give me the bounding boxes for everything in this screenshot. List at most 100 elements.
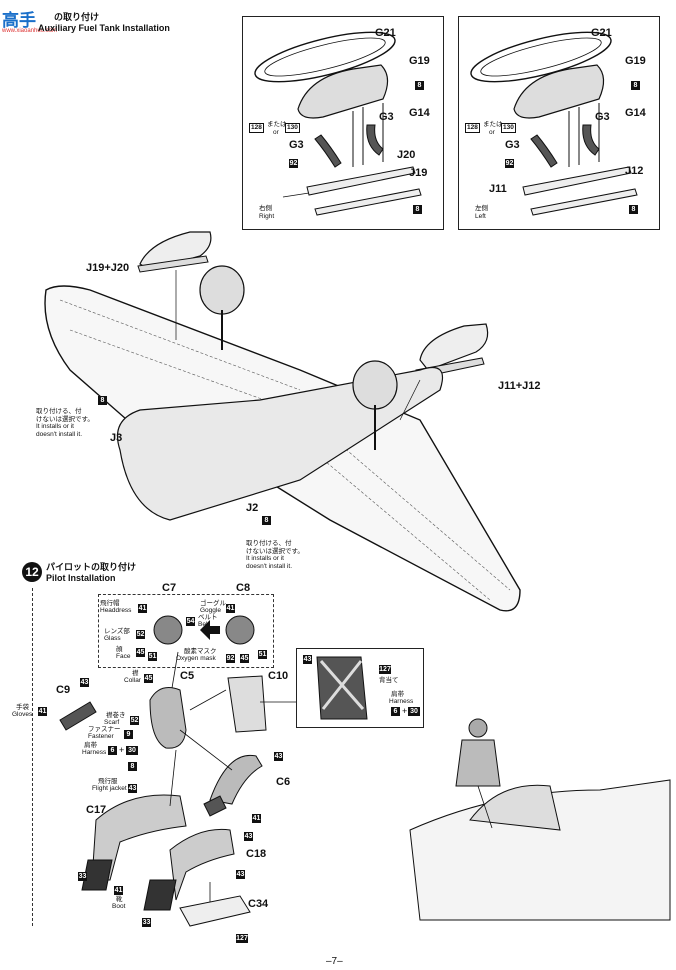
headdress-en: Headdress	[100, 607, 132, 614]
part-num-52: 52	[136, 630, 145, 639]
part-num-6b: 6	[391, 707, 400, 716]
note-j2-en-2: doesn't install it.	[246, 562, 293, 570]
note-j2-jp-1: 取り付ける、付	[246, 539, 292, 547]
glass-jp: レンズ部	[104, 627, 130, 635]
note-j2-en-1: It installs or it	[246, 555, 284, 562]
label-g14-right: G14	[409, 107, 430, 119]
label-j20: J20	[397, 149, 416, 161]
part-num-8-j2: 8	[262, 516, 271, 525]
part-num-8: 8	[415, 81, 424, 90]
label-c6: C6	[276, 776, 291, 788]
collar-en: Collar	[124, 677, 141, 684]
label-j2: J2	[246, 502, 259, 514]
label-j11: J11	[489, 183, 507, 195]
part-num-127a: 127	[236, 934, 248, 943]
part-num-41c: 41	[38, 707, 47, 716]
part-num-43e: 43	[236, 870, 245, 879]
page-number: –7–	[326, 956, 343, 967]
label-c5: C5	[180, 670, 195, 682]
part-num-130-left: 130	[501, 123, 516, 133]
part-num-92-left: 92	[505, 159, 514, 168]
jacket-jp: 飛行服	[98, 777, 118, 785]
harness-detail-drawing	[316, 656, 368, 720]
boot-en: Boot	[112, 903, 126, 910]
small-or-jp-left: または	[483, 120, 503, 128]
label-j19: J19	[409, 167, 428, 179]
part-num-54: 54	[186, 617, 195, 626]
side-right-jp: 右側	[259, 204, 272, 212]
part-num-43d: 43	[244, 832, 253, 841]
small-or-en-left: or	[489, 129, 495, 136]
part-num-41d: 41	[252, 814, 261, 823]
part-num-128: 128	[249, 123, 264, 133]
label-j3: J3	[110, 432, 123, 444]
part-num-41b: 41	[226, 604, 235, 613]
head-options-box	[98, 594, 274, 668]
step11-title: の取り付け Auxiliary Fuel Tank Installation	[38, 10, 170, 33]
plus-a: +	[119, 745, 125, 755]
watermark-logo: 高手 www.xiaoanhuo.com	[2, 6, 57, 34]
gloves-en: Gloves	[12, 711, 33, 718]
plus-b: +	[402, 706, 408, 716]
headdress-jp: 飛行帽	[100, 599, 120, 607]
label-g19-left: G19	[625, 55, 646, 67]
part-num-45b: 45	[240, 654, 249, 663]
part-num-130: 130	[285, 123, 300, 133]
label-g21-left: G21	[591, 27, 612, 39]
part-num-41a: 41	[138, 604, 147, 613]
note-j2: 取り付ける、付 けないは選択です。 It installs or it does…	[246, 539, 304, 570]
belt-jp: ベルト	[198, 613, 218, 621]
label-g21-right: G21	[375, 27, 396, 39]
label-j12: J12	[625, 165, 644, 177]
part-num-43c: 43	[128, 784, 137, 793]
label-g3-right-b: G3	[289, 139, 304, 151]
part-num-127b: 127	[379, 665, 391, 674]
part-num-30b: 30	[408, 707, 420, 716]
part-num-92: 92	[289, 159, 298, 168]
watermark-url: www.xiaoanhuo.com	[2, 28, 58, 34]
part-num-33b: 33	[142, 918, 151, 927]
part-num-8b-left: 8	[629, 205, 638, 214]
oxygen-en: Oxygen mask	[176, 655, 216, 662]
note-j3-jp-2: けないは選択です。	[36, 414, 94, 423]
part-num-8: 8	[128, 762, 137, 771]
part-num-45c: 45	[144, 674, 153, 683]
side-left-jp: 左側	[475, 204, 488, 212]
part-num-8b: 8	[413, 205, 422, 214]
goggle-en: Goggle	[200, 607, 221, 614]
label-c17: C17	[86, 804, 107, 816]
step12-rule	[32, 588, 33, 926]
boot-jp: 靴	[116, 895, 123, 903]
note-j2-jp-2: けないは選択です。	[246, 546, 304, 555]
label-c9: C9	[56, 684, 71, 696]
step11-title-jp: の取り付け	[54, 13, 100, 23]
part-num-30a: 30	[126, 746, 138, 755]
face-en: Face	[116, 653, 131, 660]
label-g19-right: G19	[409, 55, 430, 67]
note-j3: 取り付ける、付 けないは選択です。 It installs or it does…	[36, 407, 94, 438]
label-c10: C10	[268, 670, 289, 682]
collar-jp: 襟	[132, 669, 139, 677]
gloves-jp: 手袋	[16, 703, 29, 711]
part-num-6a: 6	[108, 746, 117, 755]
part-num-43b: 43	[274, 752, 283, 761]
step12-title-en: Pilot Installation	[46, 573, 116, 583]
right-tank-panel: G21 G19 8 G14 G3 G3 128 または or 130 92 J2…	[242, 16, 444, 230]
part-num-41e: 41	[114, 886, 123, 895]
step12-title-jp: パイロットの取り付け	[46, 563, 137, 573]
step11-title-en: Auxiliary Fuel Tank Installation	[38, 23, 170, 33]
label-g3-right-a: G3	[379, 111, 394, 123]
label-c7: C7	[162, 582, 177, 594]
part-num-9: 9	[124, 730, 133, 739]
goggle-jp: ゴーグル	[200, 599, 226, 607]
part-num-43f: 43	[303, 655, 312, 664]
wing-drawing	[44, 231, 521, 612]
oxygen-jp: 酸素マスク	[184, 647, 217, 655]
part-num-128-left: 128	[465, 123, 480, 133]
label-j19-j20: J19+J20	[86, 262, 130, 274]
harness-en: Harness	[82, 749, 107, 756]
note-j3-en-2: doesn't install it.	[36, 430, 83, 438]
harness2-jp: 肩帯	[391, 690, 404, 698]
part-num-43a: 43	[80, 678, 89, 687]
fastener-en: Fastener	[88, 733, 114, 740]
